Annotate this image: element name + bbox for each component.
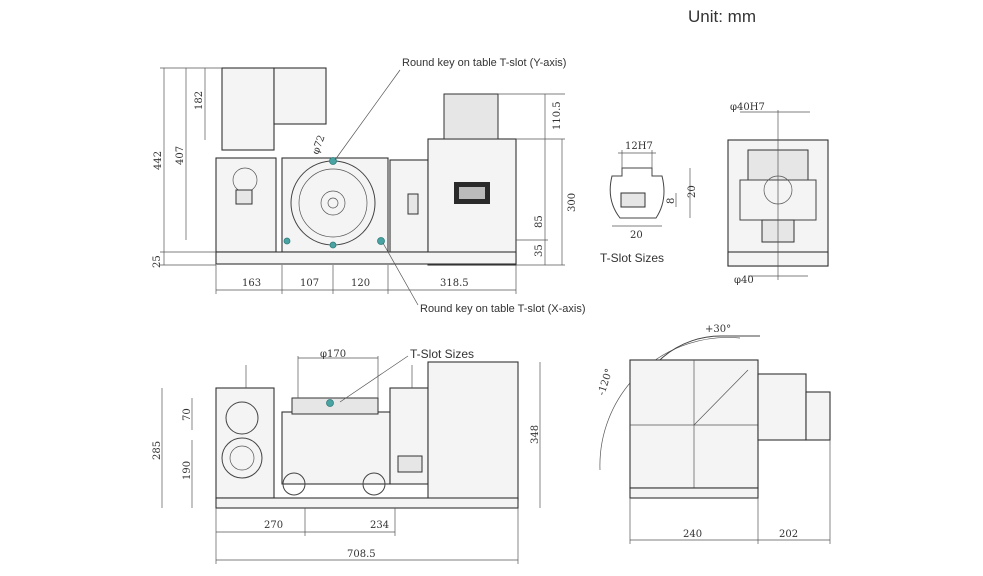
callout-tslot-sizes: T-Slot Sizes <box>410 347 474 361</box>
dim-442: 442 <box>153 151 164 170</box>
callout-round-key-y: Round key on table T-slot (Y-axis) <box>402 57 566 69</box>
side-diameter-170: φ170 <box>320 349 346 360</box>
blank-panel <box>836 82 983 210</box>
table-body-side <box>281 411 391 485</box>
leader-round-key-x <box>382 242 419 306</box>
tilt-angle-pos: +30° <box>705 324 731 335</box>
round-key-y-marker <box>329 157 337 165</box>
dim-182: 182 <box>194 91 205 110</box>
dim-240: 240 <box>683 529 702 540</box>
drive-cap <box>443 93 499 140</box>
table-housing <box>281 157 389 253</box>
dim-35: 35 <box>534 244 545 257</box>
dim-190: 190 <box>182 461 193 480</box>
tslot-width-top: 12H7 <box>625 141 653 152</box>
side-shaft-diameter: φ40 <box>734 275 754 286</box>
dim-285: 285 <box>152 441 163 460</box>
dim-85: 85 <box>534 215 545 228</box>
round-key-x-marker <box>377 237 385 245</box>
caption-tslot-sizes: T-Slot Sizes <box>600 251 664 265</box>
dim-318-5: 318.5 <box>440 278 469 289</box>
dim-708-5: 708.5 <box>347 549 376 560</box>
tslot-width-bottom: 20 <box>630 230 643 241</box>
tslot-section: 12H7 20 20 8 <box>609 141 698 241</box>
side-section: φ40H7 φ40 <box>727 102 829 286</box>
tilt-view: +30° -120° 240 202 <box>596 324 831 544</box>
tslot-offset: 8 <box>666 198 677 204</box>
front-view: 442 407 182 25 110.5 300 85 35 163 107 1… <box>152 67 578 294</box>
drive-box-side <box>427 361 519 501</box>
callout-round-key-x: Round key on table T-slot (X-axis) <box>420 303 585 315</box>
dim-270: 270 <box>264 520 283 531</box>
tslot-depth: 20 <box>687 185 698 198</box>
side-bore-diameter: φ40H7 <box>730 102 765 113</box>
dim-202: 202 <box>779 529 798 540</box>
dim-110-5: 110.5 <box>552 101 563 130</box>
dim-163: 163 <box>242 278 261 289</box>
leader-tslot-sizes <box>339 355 409 403</box>
motor-cap <box>273 67 327 125</box>
dim-407: 407 <box>175 146 186 165</box>
gear-housing <box>215 387 275 499</box>
table-top-side <box>291 397 379 415</box>
dim-70: 70 <box>182 408 193 421</box>
dim-25: 25 <box>152 255 163 268</box>
side-view: φ170 285 70 190 348 270 234 708.5 <box>152 349 541 564</box>
motor-housing <box>221 67 275 151</box>
dim-107: 107 <box>300 278 319 289</box>
dim-300: 300 <box>567 193 578 212</box>
dim-348: 348 <box>530 425 541 444</box>
dim-234: 234 <box>370 520 389 531</box>
dim-120: 120 <box>351 278 370 289</box>
leader-round-key-y <box>334 69 401 161</box>
unit-label: Unit: mm <box>688 7 756 26</box>
round-key-marker-side <box>326 399 334 407</box>
left-body <box>215 157 277 253</box>
